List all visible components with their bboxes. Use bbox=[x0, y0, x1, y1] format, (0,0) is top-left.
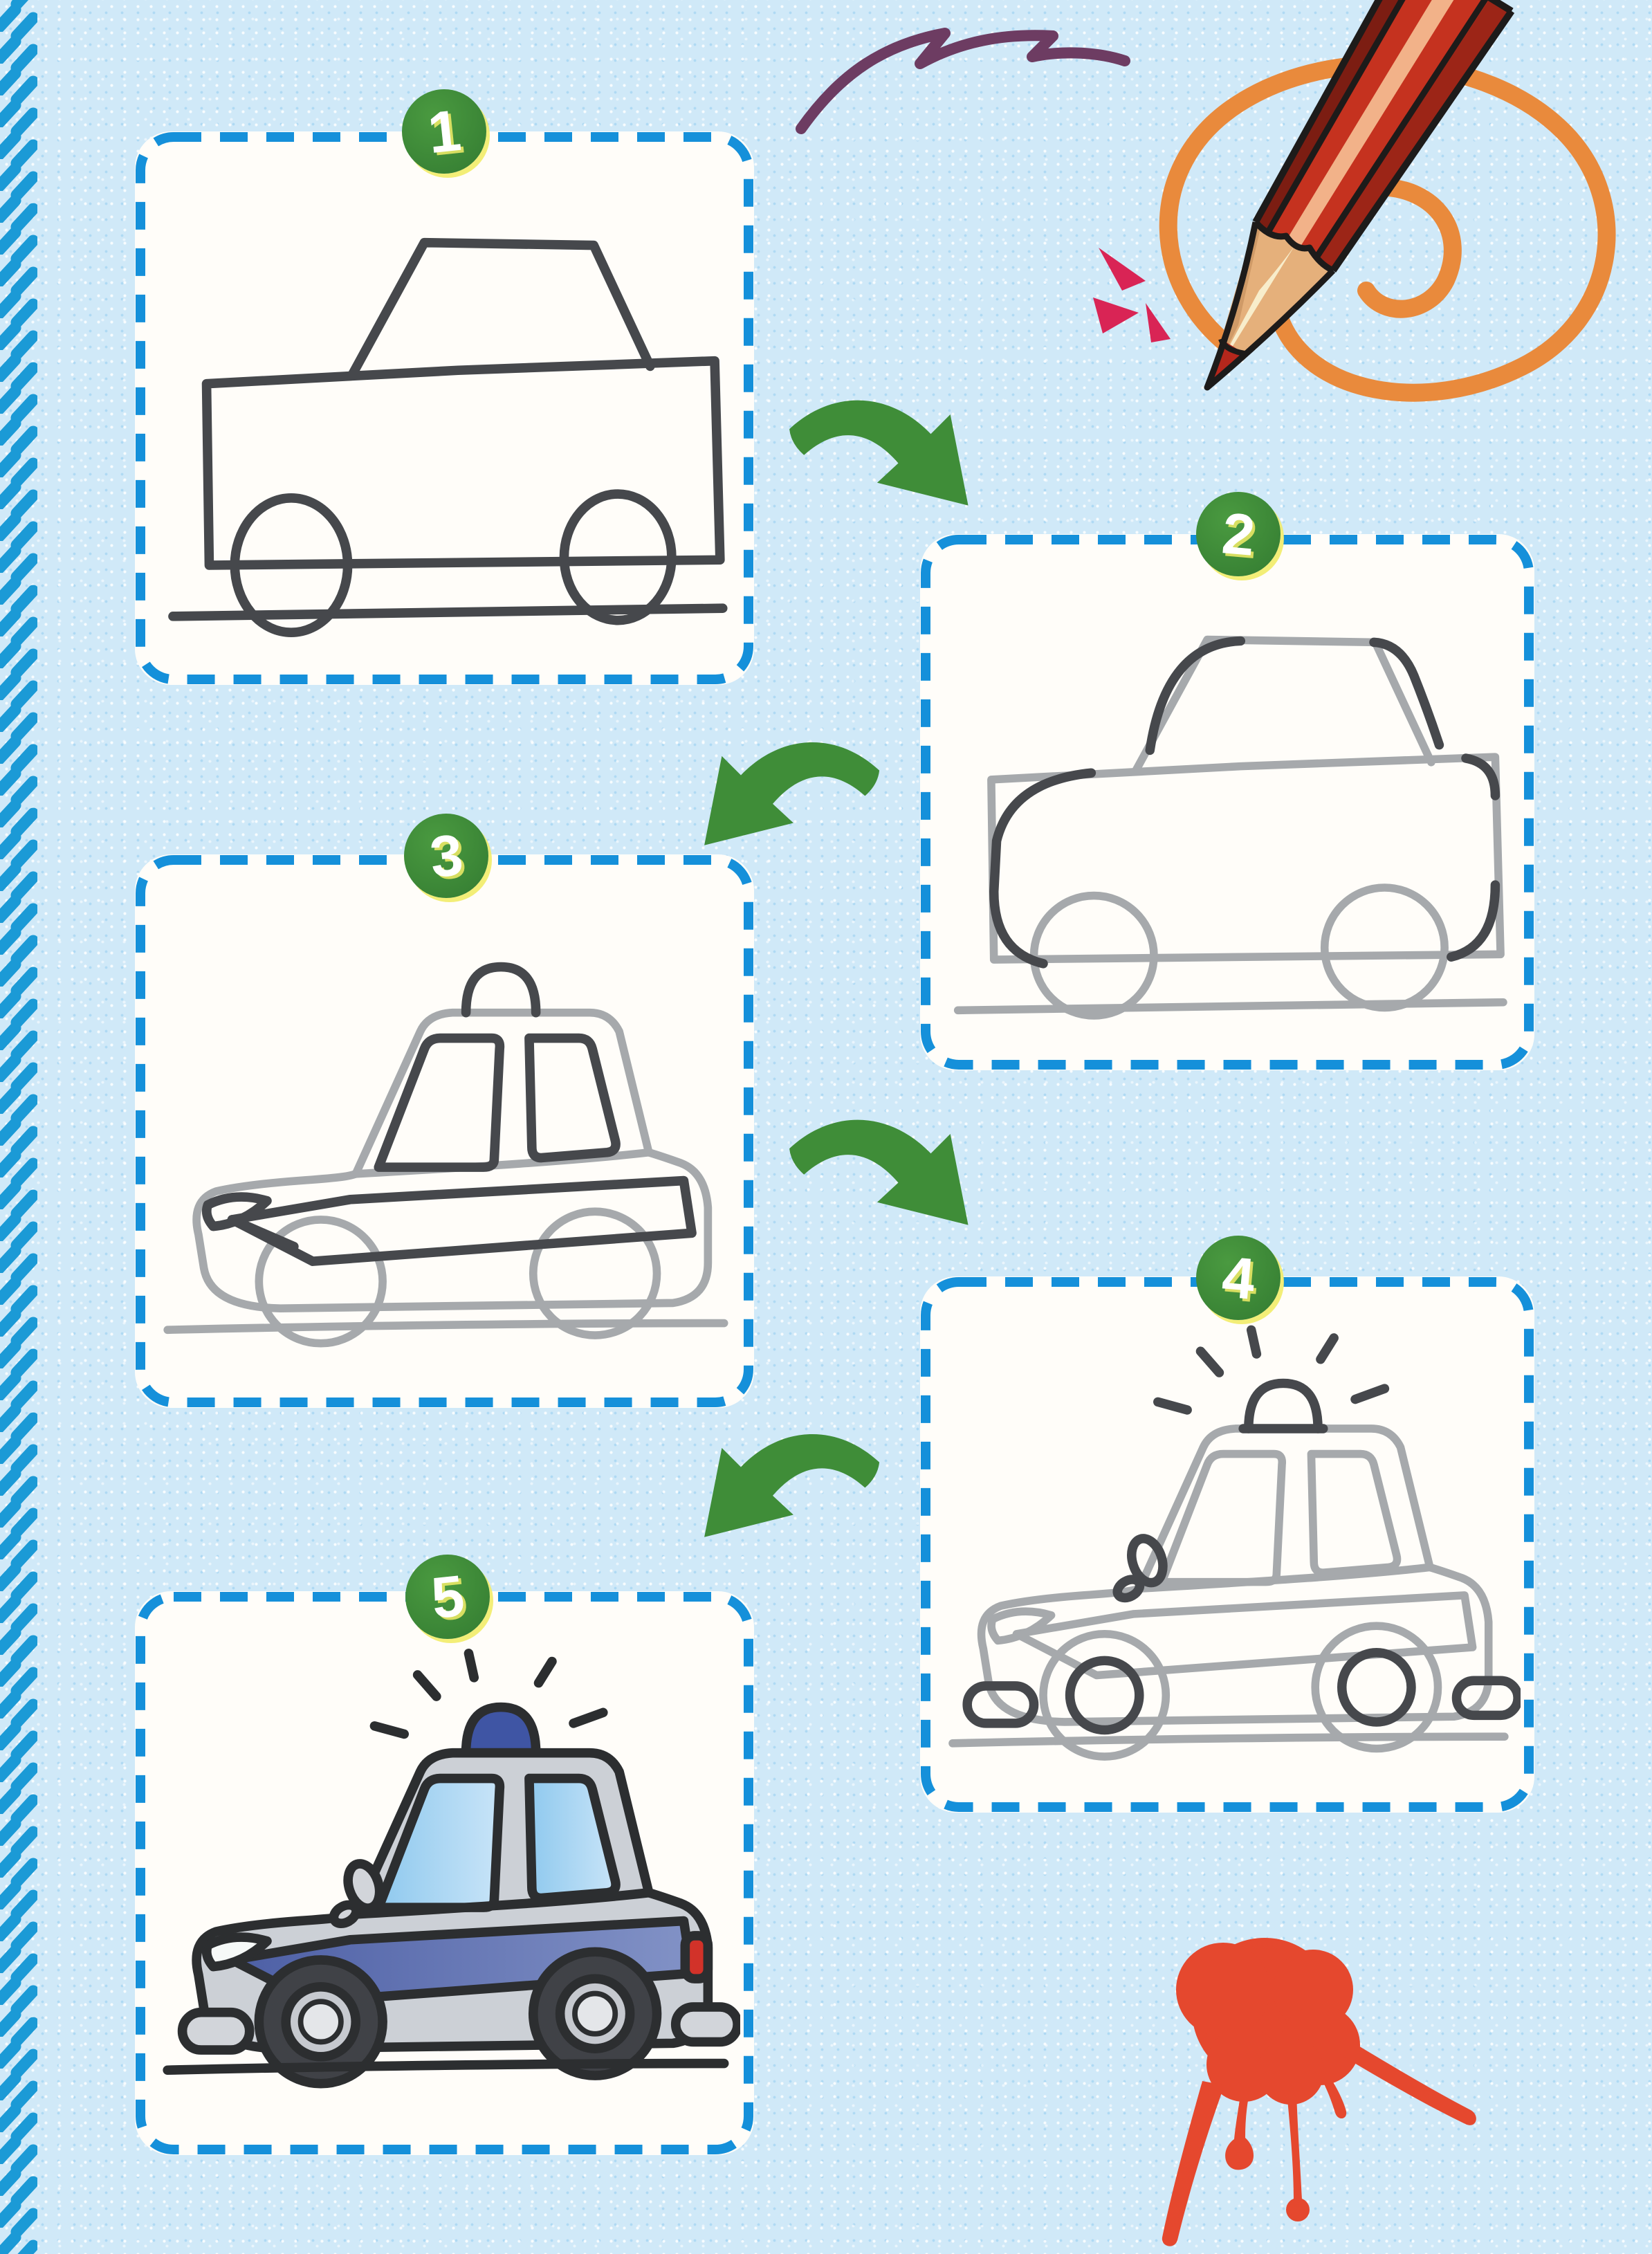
headlight bbox=[201, 1192, 272, 1231]
arrow-step1-to-step2 bbox=[789, 400, 969, 506]
front-bumper bbox=[177, 2007, 255, 2055]
arrow-step3-to-step4 bbox=[789, 1119, 969, 1225]
rear-wheel bbox=[559, 489, 677, 625]
siren-rays bbox=[1153, 1325, 1390, 1415]
taillight bbox=[680, 1931, 713, 1983]
step3-drawing bbox=[163, 962, 728, 1348]
siren-light bbox=[1244, 1378, 1323, 1433]
step2-drawing bbox=[953, 635, 1507, 1020]
step-box-2 bbox=[920, 534, 1534, 1070]
rear-bumper bbox=[670, 2002, 740, 2047]
step-badge-4: 4 bbox=[1196, 1236, 1281, 1320]
roof-light bbox=[461, 962, 541, 1018]
braided-border bbox=[0, 0, 37, 2254]
step4-drawing bbox=[948, 1325, 1521, 1761]
accent-marks bbox=[1093, 248, 1171, 342]
orange-spiral-decoration bbox=[1159, 55, 1616, 402]
step-number: 1 bbox=[424, 97, 464, 166]
rear-hubcap bbox=[1337, 1648, 1416, 1727]
side-stripe bbox=[227, 1175, 697, 1266]
step1-drawing bbox=[168, 237, 728, 637]
step-number: 3 bbox=[426, 821, 466, 890]
purple-scribble-decoration bbox=[796, 28, 1130, 134]
arrow-step2-to-step3 bbox=[704, 742, 880, 845]
ground-line bbox=[163, 2058, 729, 2076]
roof-trapezoid bbox=[347, 237, 655, 381]
rear-window bbox=[524, 1033, 621, 1163]
rear-window bbox=[524, 1773, 621, 1903]
step-badge-2: 2 bbox=[1196, 492, 1281, 576]
headlight bbox=[201, 1932, 272, 1972]
finished-police-car bbox=[163, 1649, 740, 2089]
front-bumper bbox=[962, 1681, 1039, 1728]
step-box-4 bbox=[920, 1276, 1534, 1813]
side-mirror bbox=[343, 1859, 385, 1913]
previous-step-sketch bbox=[953, 635, 1507, 1020]
step-badge-1: 1 bbox=[402, 89, 486, 174]
new-details bbox=[201, 962, 697, 1266]
rear-bumper bbox=[1451, 1676, 1521, 1721]
new-details bbox=[962, 1325, 1521, 1735]
ground-line bbox=[168, 603, 728, 621]
pencil-illustration bbox=[1093, 0, 1616, 402]
body-rectangle bbox=[201, 356, 725, 570]
front-window bbox=[374, 1033, 505, 1172]
car-construction-shapes bbox=[168, 237, 728, 637]
siren-light bbox=[461, 1702, 541, 1758]
side-mirror bbox=[1127, 1534, 1168, 1588]
car-silhouette-sketch bbox=[163, 1008, 728, 1348]
step-box-3 bbox=[135, 854, 754, 1408]
step-number: 2 bbox=[1219, 500, 1258, 568]
step-badge-5: 5 bbox=[405, 1555, 490, 1639]
red-pencil bbox=[1204, 0, 1515, 391]
arrow-step4-to-step5 bbox=[704, 1433, 880, 1537]
siren-rays bbox=[369, 1649, 608, 1739]
step-box-1 bbox=[135, 131, 754, 685]
front-wheel bbox=[230, 493, 353, 637]
step-number: 4 bbox=[1219, 1244, 1258, 1312]
step-box-5 bbox=[135, 1591, 754, 2155]
front-hubcap bbox=[1065, 1656, 1144, 1735]
paint-splat-decoration bbox=[1162, 1938, 1476, 2246]
step-number: 5 bbox=[428, 1562, 468, 1631]
step5-drawing bbox=[163, 1649, 740, 2089]
new-rounded-corners bbox=[989, 636, 1500, 969]
step-badge-3: 3 bbox=[404, 814, 488, 898]
